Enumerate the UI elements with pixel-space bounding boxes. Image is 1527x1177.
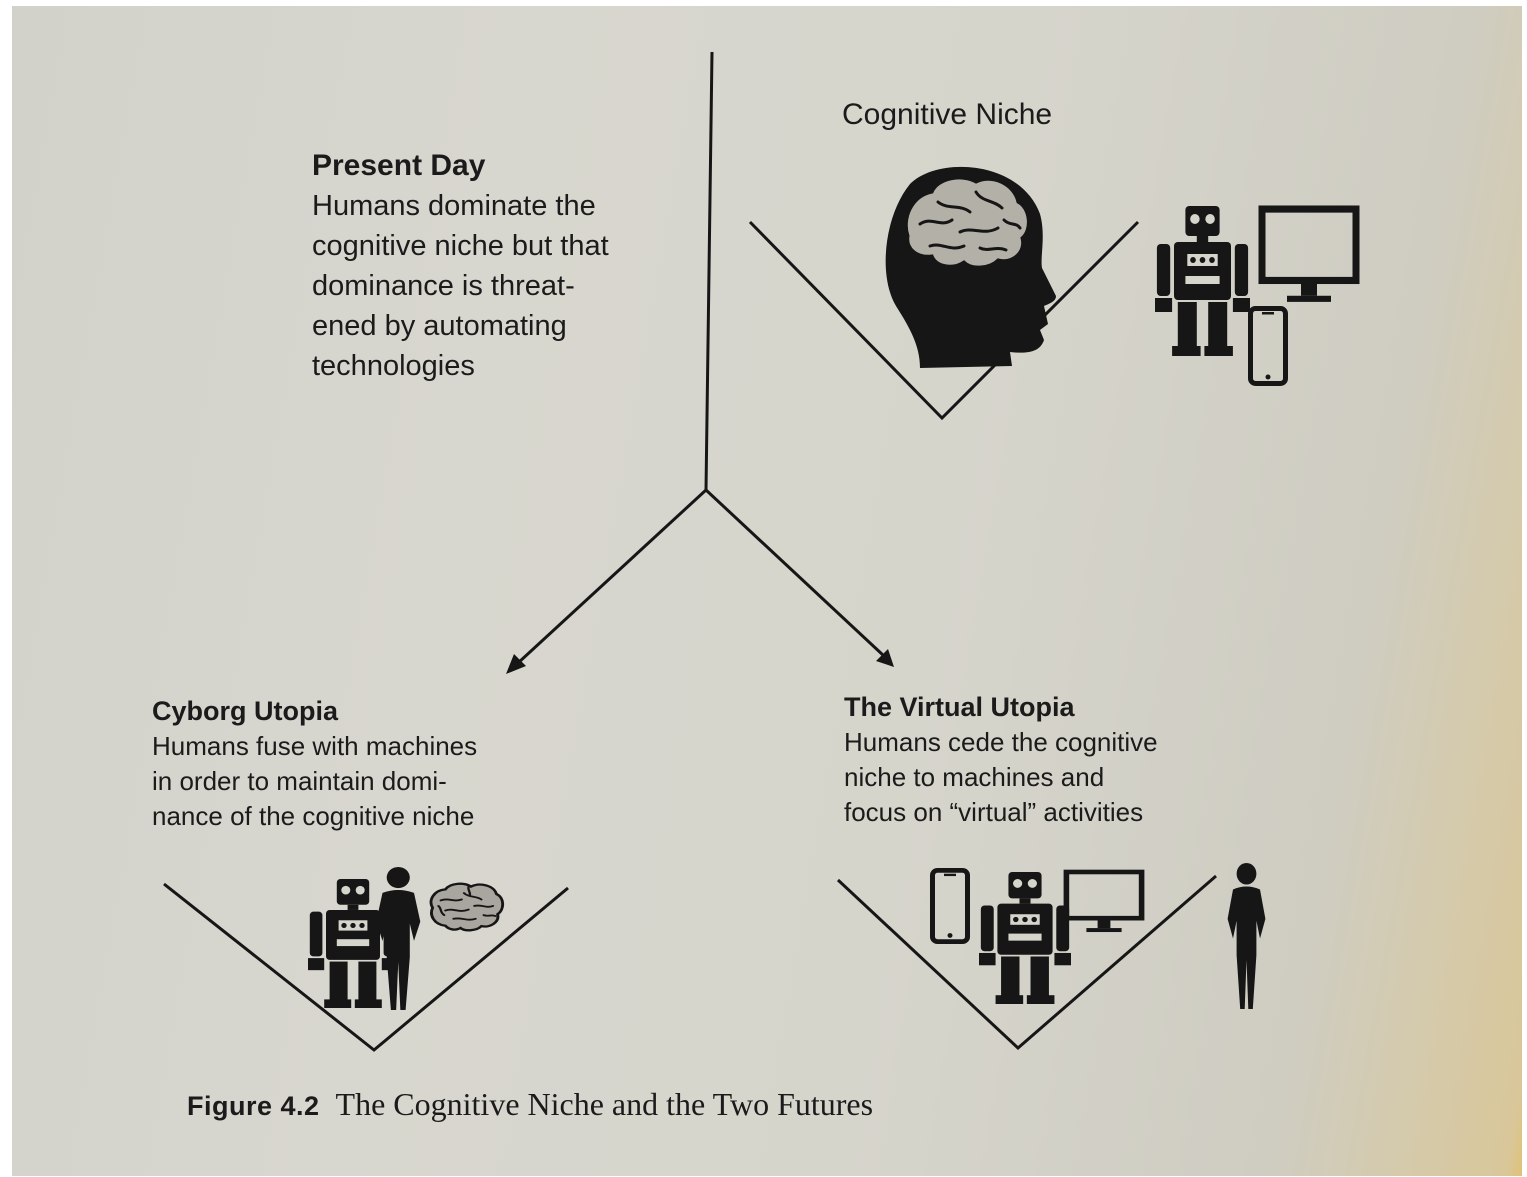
present-day-divider-line [704,51,714,491]
virtual-utopia-line: focus on “virtual” activities [844,797,1144,827]
figure-caption: Figure 4.2 The Cognitive Niche and the Tw… [187,1086,873,1123]
diagram-artwork [163,51,1522,1052]
smartphone-icon [1251,309,1286,384]
book-page: Present Day Humans dominate the cognitiv… [12,6,1522,1176]
smartphone-icon [933,870,968,941]
present-day-line: Humans dominate the [312,190,596,222]
robot-icon [1155,206,1250,356]
present-day-line: dominance is threat- [312,270,575,302]
branch-arrow-right [704,488,886,658]
head-brain-icon [885,166,1056,368]
monitor-icon [1066,872,1141,932]
cognitive-niche-v [748,220,1140,421]
virtual-niche-v [836,874,1217,1051]
virtual-utopia-line: Humans cede the cognitive [844,727,1158,757]
cyborg-utopia-line: nance of the cognitive niche [152,801,475,831]
cyborg-utopia-title: Cyborg Utopia [152,696,338,726]
virtual-utopia-line: niche to machines and [844,762,1105,792]
present-day-line: ened by automating [312,310,567,342]
present-day-line: cognitive niche but that [312,230,609,262]
virtual-utopia-block: The Virtual Utopia Humans cede the cogni… [844,690,1158,830]
cyborg-utopia-line: in order to maintain domi- [152,766,447,796]
figure-number: Figure 4.2 [187,1091,320,1121]
virtual-utopia-title: The Virtual Utopia [844,692,1075,722]
figure-title: The Cognitive Niche and the Two Futures [335,1086,874,1122]
arrowhead-right [876,649,894,667]
present-day-line: technologies [312,350,475,382]
present-day-title: Present Day [312,149,486,182]
arrowhead-left [506,654,526,674]
human-silhouette-icon [1227,862,1266,1009]
brain-icon [429,882,505,932]
monitor-icon [1262,209,1356,302]
human-silhouette-icon [376,866,421,1010]
cognitive-niche-label: Cognitive Niche [842,98,1053,131]
branch-arrow-left [516,488,708,665]
cyborg-utopia-block: Cyborg Utopia Humans fuse with machines … [152,694,477,834]
robot-icon [979,872,1071,1004]
cyborg-niche-v [163,882,569,1052]
cyborg-utopia-line: Humans fuse with machines [152,731,478,761]
present-day-block: Present Day Humans dominate the cognitiv… [312,146,609,386]
